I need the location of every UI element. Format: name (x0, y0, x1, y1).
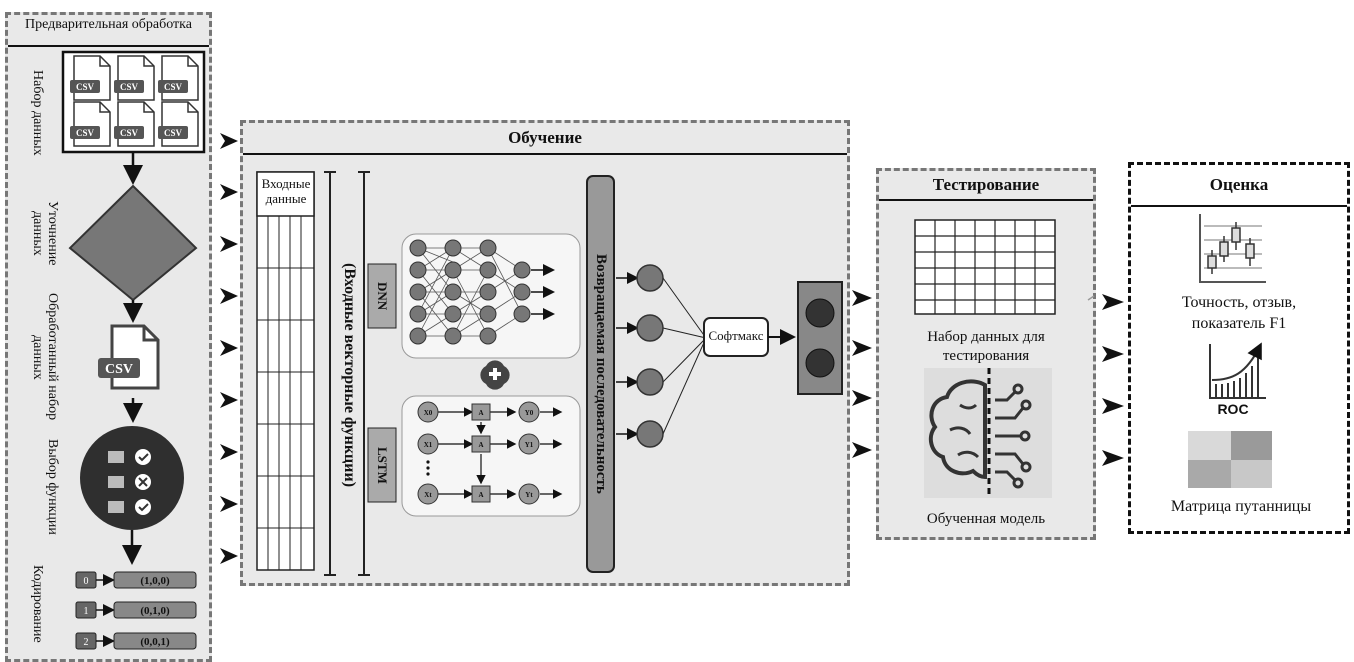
training-title-bar: Обучение (243, 123, 847, 155)
combine-icon (480, 360, 510, 390)
preprocessing-title: Предварительная обработка (25, 17, 192, 32)
confusion-matrix-label: Матрица путанницы (1170, 498, 1312, 515)
output-classes (797, 281, 843, 395)
lstm-x-node: Xt (424, 491, 432, 499)
testing-dataset-label: Набор данных для тестирования (927, 329, 1045, 364)
brain-icon (924, 368, 1052, 498)
encoding-vector: (1,0,0) (140, 575, 170, 587)
step-refine-label: Уточнение данных (30, 200, 60, 266)
softmax-label: Софтмакс (708, 328, 764, 343)
lstm-network: X0 X1 Xt A A A Y0 Y1 Yt (401, 395, 581, 517)
lstm-a-node: A (478, 491, 483, 499)
step-processed-label: Обработанный набор данных (30, 293, 60, 421)
lstm-x-node: X0 (424, 409, 433, 417)
encoding-row: 1 (0,1,0) (75, 601, 197, 619)
input-data-table (256, 171, 315, 571)
lstm-y-node: Yt (525, 491, 533, 499)
preprocessing-title-bar: Предварительная обработка (8, 15, 209, 47)
refine-diamond (68, 184, 198, 302)
encoding-vector: (0,1,0) (140, 605, 170, 617)
lstm-y-node: Y1 (525, 441, 534, 449)
lstm-label-box (367, 427, 397, 503)
step-dataset-label: Набор данных (30, 70, 45, 156)
checklist-icon (80, 426, 184, 530)
dnn-label-box (367, 263, 397, 329)
encoding-vector: (0,0,1) (140, 636, 170, 648)
metrics-label: Точность, отзыв, показатель F1 (1181, 294, 1297, 332)
svg-text:CSV: CSV (105, 362, 133, 377)
train-to-test-arrows (852, 290, 872, 458)
dnn-network (401, 233, 581, 359)
pre-to-train-arrows (220, 133, 238, 564)
testing-grid (914, 219, 1056, 315)
returned-sequence-label: Возвращаемая последовательность (593, 254, 609, 494)
roc-label: ROC (1217, 401, 1249, 417)
roc-chart-icon (1209, 342, 1266, 399)
encoding-index: 1 (84, 606, 89, 617)
input-data-label: Входные данные (261, 176, 311, 206)
step-encoding-label: Кодирование (30, 565, 45, 643)
lstm-x-node: X1 (424, 441, 433, 449)
encoding-index: 2 (84, 637, 89, 648)
dnn-label: DNN (375, 281, 390, 311)
training-title: Обучение (508, 128, 582, 147)
testing-title: Тестирование (932, 175, 1040, 194)
processed-csv-icon: CSV (98, 324, 160, 390)
evaluation-title-bar: Оценка (1131, 165, 1347, 207)
trained-model-label: Обученная модель (926, 511, 1046, 527)
encoding-row: 2 (0,0,1) (75, 632, 197, 650)
candlestick-chart-icon (1199, 214, 1266, 283)
confusion-matrix-icon (1188, 431, 1272, 488)
lstm-a-node: A (478, 441, 483, 449)
evaluation-title: Оценка (1209, 175, 1269, 194)
output-neurons (616, 264, 707, 448)
step-feature-label: Выбор функции (45, 439, 60, 535)
encoding-index: 0 (84, 576, 89, 587)
lstm-a-node: A (478, 409, 483, 417)
returned-sequence-bar (586, 175, 615, 573)
lstm-label: LSTM (375, 446, 390, 484)
encoding-row: 0 (1,0,0) (75, 571, 197, 589)
testing-title-bar: Тестирование (879, 171, 1093, 201)
feature-vectors-label: (Входные векторные функции) (341, 262, 358, 488)
lstm-y-node: Y0 (525, 409, 534, 417)
test-to-eval-arrows (1102, 294, 1124, 466)
feature-vector-brackets (324, 171, 370, 576)
